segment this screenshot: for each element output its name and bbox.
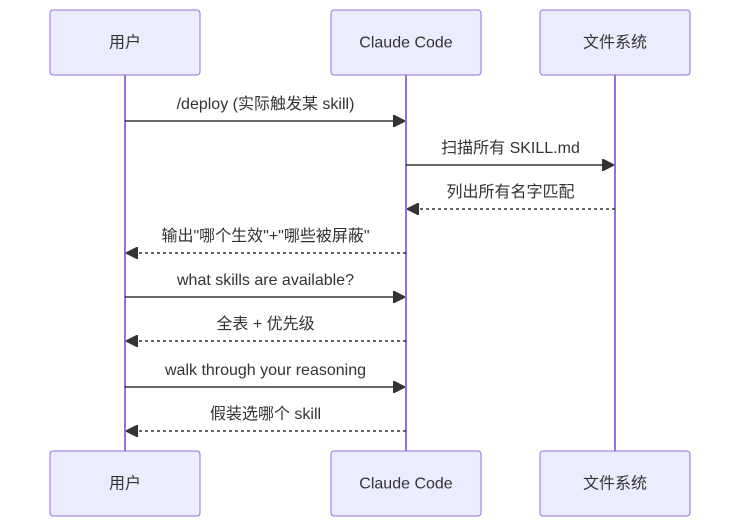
participant-label-fs-bottom: 文件系统 [583,475,647,493]
message-8: 假装选哪个 skill [127,405,406,431]
participant-label-fs-top: 文件系统 [583,34,647,52]
participant-label-user-top: 用户 [109,34,141,52]
message-label: what skills are available? [176,272,354,289]
participant-claude-bottom: Claude Code [330,450,482,517]
participant-label-user-bottom: 用户 [109,475,141,493]
message-2: 扫描所有 SKILL.md [406,139,613,165]
message-label: walk through your reasoning [164,362,366,379]
message-label: 输出"哪个生效"+"哪些被屏蔽" [161,227,369,245]
message-4: 输出"哪个生效"+"哪些被屏蔽" [127,227,406,253]
participant-fs-top: 文件系统 [539,9,691,76]
message-label: 假装选哪个 skill [210,405,321,423]
participant-label-claude-top: Claude Code [359,35,453,52]
message-5: what skills are available? [125,272,404,297]
message-label: 扫描所有 SKILL.md [441,139,580,157]
message-7: walk through your reasoning [125,362,404,387]
message-3: 列出所有名字匹配 [408,183,615,209]
participant-user-bottom: 用户 [49,450,201,517]
message-6: 全表 + 优先级 [127,315,406,341]
participant-claude-top: Claude Code [330,9,482,76]
message-label: 全表 + 优先级 [216,315,314,333]
participant-fs-bottom: 文件系统 [539,450,691,517]
message-1: /deploy (实际触发某 skill) [125,95,404,121]
participant-label-claude-bottom: Claude Code [359,476,453,493]
message-label: /deploy (实际触发某 skill) [177,95,355,113]
message-label: 列出所有名字匹配 [446,183,574,201]
participant-user-top: 用户 [49,9,201,76]
